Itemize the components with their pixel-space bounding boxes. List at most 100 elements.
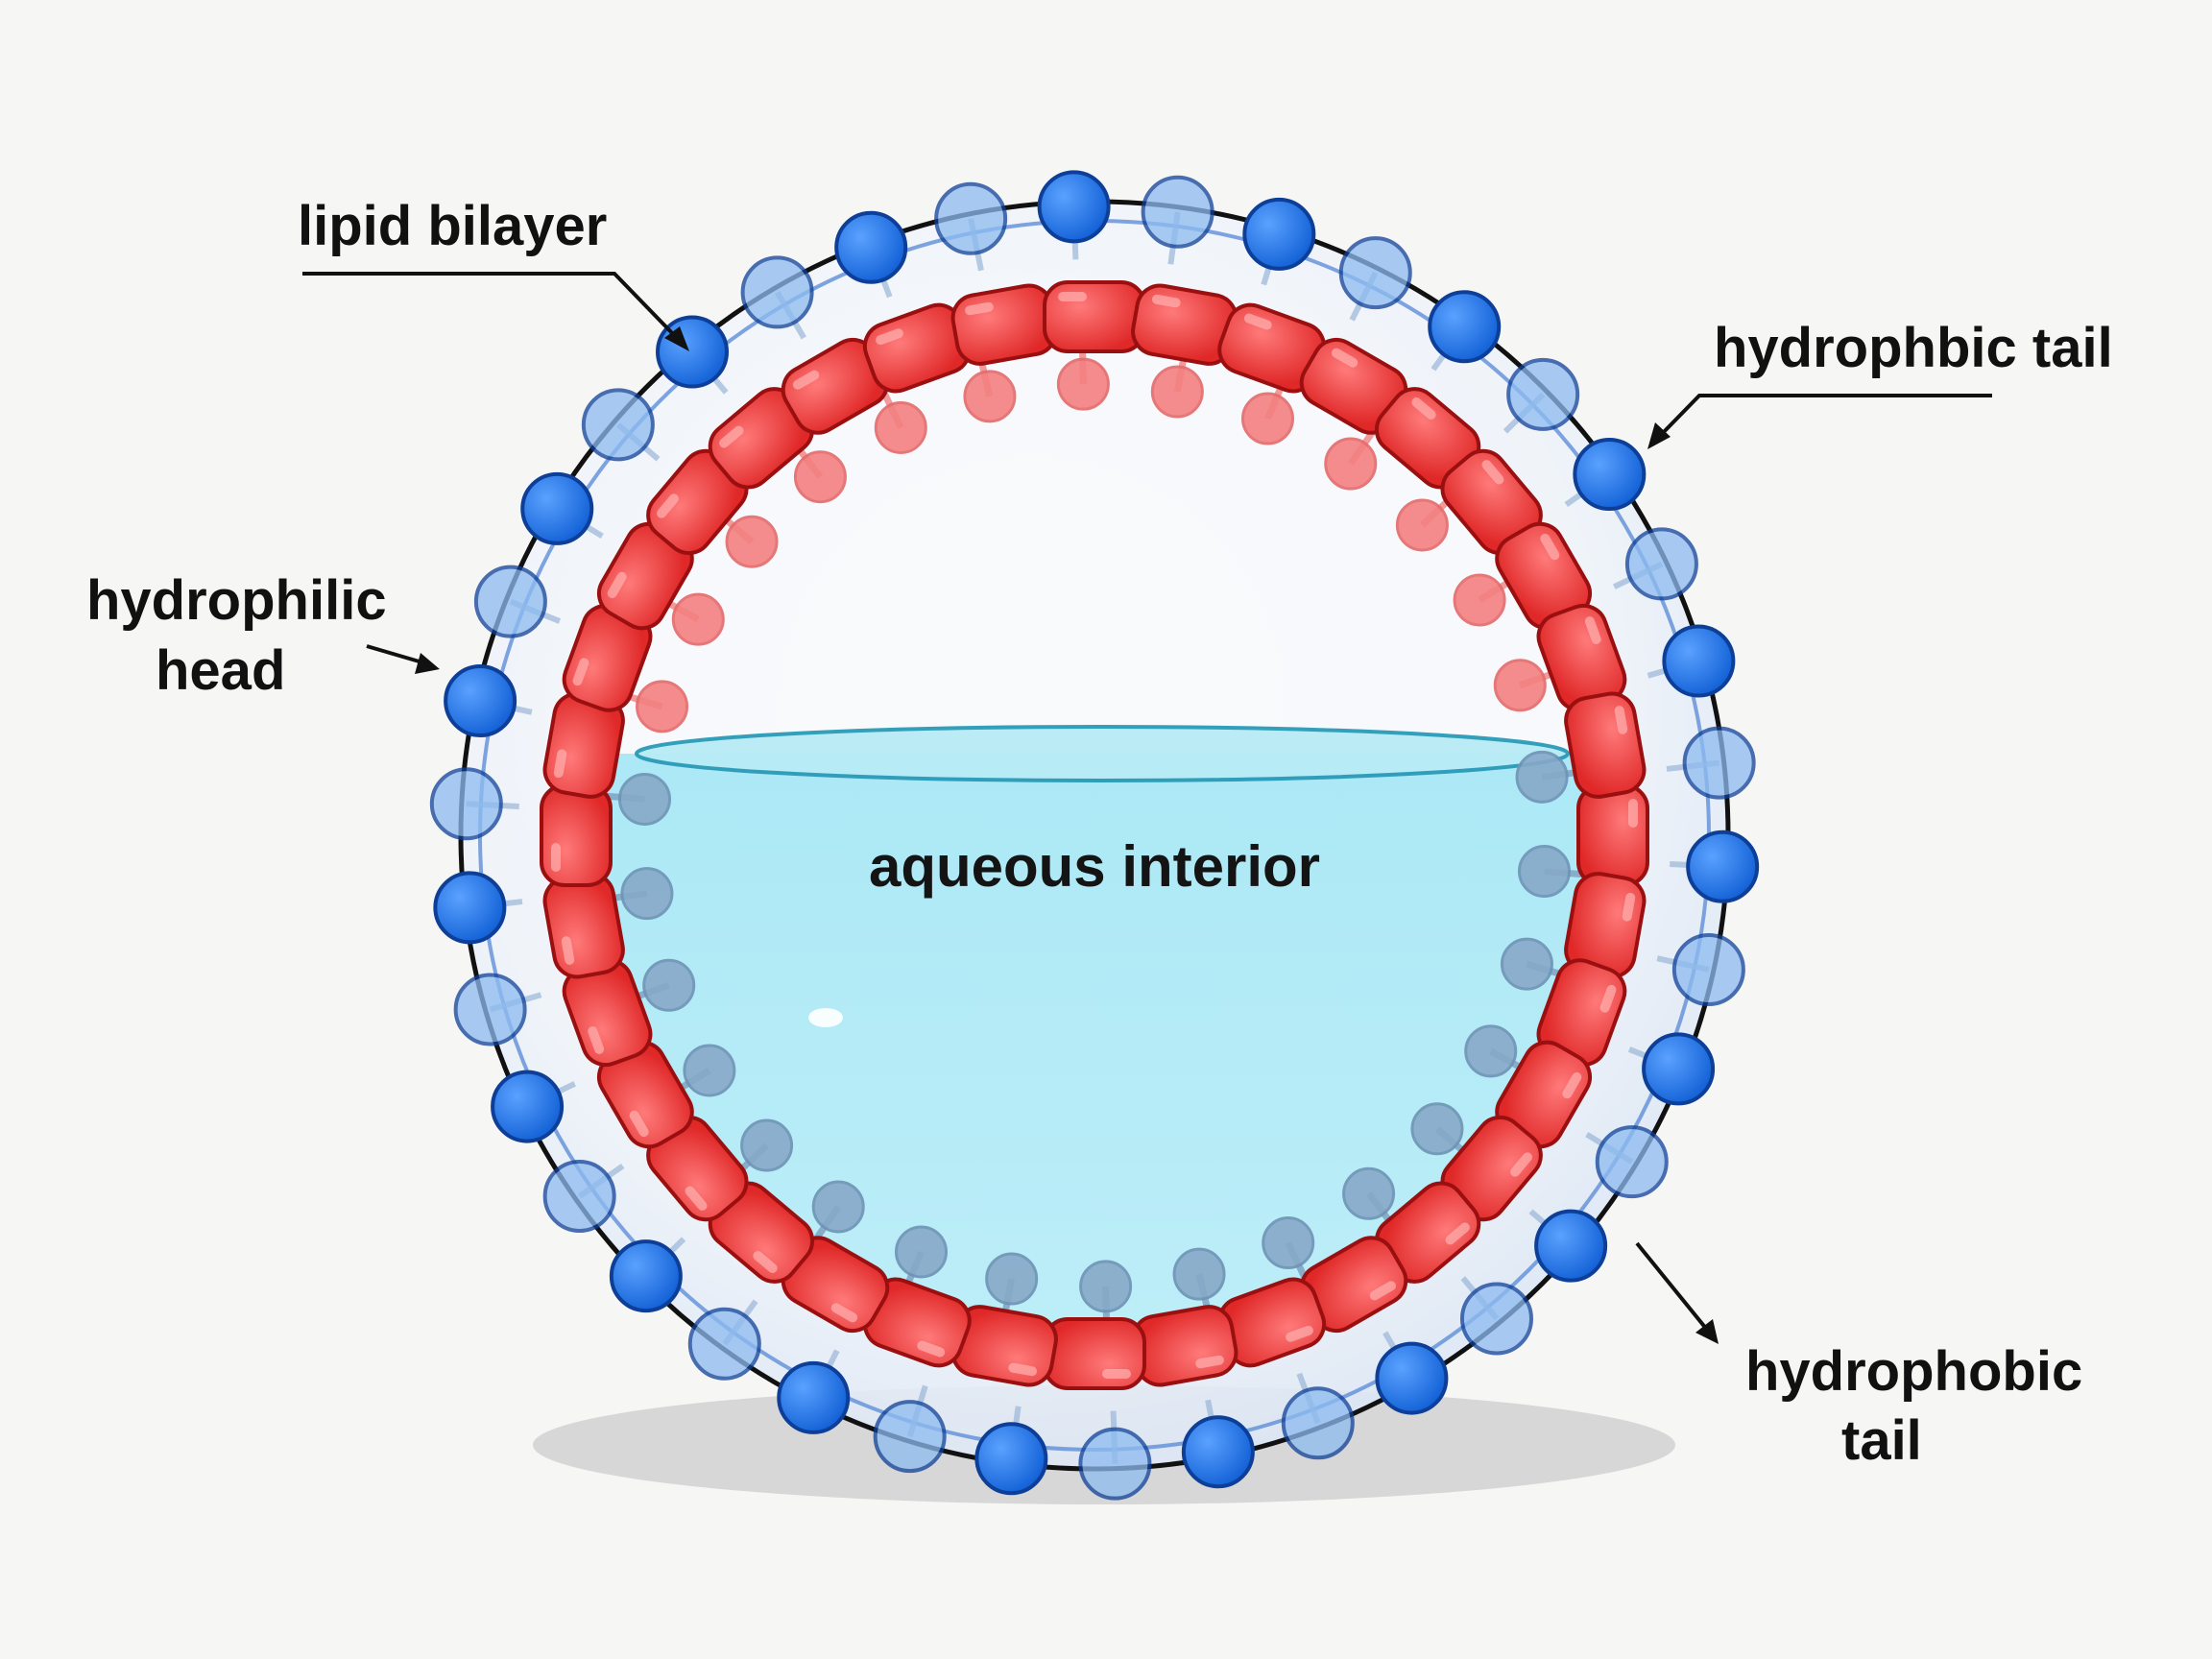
- lipid-tail-end: [1493, 659, 1547, 712]
- hydrophilic-head: [1624, 527, 1698, 601]
- hydrophilic-head: [429, 767, 503, 841]
- lipid-tail-end: [1517, 845, 1571, 899]
- hydrophilic-head: [873, 1400, 947, 1474]
- lipid-tail-end: [1464, 1024, 1518, 1078]
- lipid-tail-end: [725, 515, 779, 568]
- hydrophilic-head: [1686, 830, 1760, 903]
- hydrophilic-head: [520, 471, 594, 545]
- hydrophilic-head: [1281, 1386, 1355, 1460]
- lipid-tail-end: [985, 1252, 1039, 1306]
- lipid-tail-end: [683, 1044, 736, 1097]
- lipid-tail-end: [636, 680, 689, 733]
- lipid-tail-end: [642, 958, 696, 1012]
- inner-head-shine: [1614, 706, 1628, 734]
- inner-head-shine: [876, 328, 903, 346]
- hydrophilic-head: [740, 255, 814, 329]
- hydrophilic-head: [1534, 1209, 1608, 1283]
- inner-head-shine: [1411, 397, 1436, 420]
- lipid-tail-end: [1324, 437, 1378, 491]
- hydrophilic-head: [542, 1159, 616, 1233]
- inner-head: [1564, 691, 1647, 799]
- lipid-tail-end: [874, 400, 927, 454]
- outer-hydrophilic-heads: [429, 170, 1760, 1501]
- inner-head: [596, 1040, 694, 1149]
- hydrophbic-tail-label: hydrophbic tail: [1714, 317, 2113, 379]
- hydrophilic-head: [1682, 726, 1756, 800]
- label-hydrophobic-tail: hydrophobic tail: [1635, 1241, 2082, 1472]
- hydrophilic-head: [1642, 1032, 1716, 1106]
- inner-head: [781, 1236, 890, 1334]
- hydrophilic-head: [1662, 624, 1736, 698]
- inner-head-shine: [1331, 348, 1358, 368]
- inner-head-shine: [572, 658, 589, 686]
- inner-lipid-heads: [540, 280, 1649, 1390]
- inner-head-shine: [753, 1251, 778, 1273]
- label-hydrophilic-head: hydrophilic head: [86, 569, 440, 702]
- hydrophilic-head: [1595, 1125, 1669, 1199]
- label-hydrophbic-tail: hydrophbic tail: [1647, 317, 2113, 449]
- inner-head: [1495, 521, 1593, 631]
- inner-head-shine: [629, 1110, 649, 1138]
- lipid-tail-end: [895, 1225, 949, 1279]
- hydrophilic-head: [473, 565, 547, 638]
- inner-head-shine: [1622, 892, 1636, 922]
- lipid-tail-end: [618, 772, 672, 826]
- inner-head-shine: [607, 571, 627, 599]
- inner-head-shine: [1540, 533, 1560, 561]
- inner-head-shine: [1628, 799, 1638, 828]
- inner-head-shine: [1369, 1281, 1397, 1301]
- lipid-bilayer-arrowhead: [664, 326, 689, 351]
- inner-head-shine: [657, 493, 679, 518]
- hydrophilic-head: [974, 1422, 1048, 1496]
- inner-head: [562, 958, 653, 1068]
- hydrophilic-head: [1573, 438, 1647, 512]
- inner-head-shine: [792, 370, 820, 390]
- hydrophbic-tail-leader: [1657, 394, 1992, 439]
- inner-head-shine: [1445, 1222, 1470, 1245]
- lipid-tail-end: [793, 450, 847, 504]
- lipid-tail-end: [1079, 1260, 1133, 1313]
- inner-head-shine: [719, 425, 744, 448]
- hydrophilic-head: [444, 664, 517, 738]
- hydrophilic-head: [581, 388, 655, 462]
- inner-head: [1043, 1317, 1146, 1390]
- inner-head: [862, 1277, 972, 1368]
- lipid-tail-end: [740, 1118, 794, 1172]
- inner-head-shine: [1243, 313, 1272, 330]
- lipid-tail-end: [1453, 573, 1506, 627]
- inner-head-shine: [1510, 1152, 1532, 1177]
- inner-head-shine: [1599, 984, 1617, 1013]
- hydrophobic-leader: [1635, 1241, 1709, 1332]
- hydrophilic-head: [777, 1360, 851, 1434]
- hydrophobic-label-line1: hydrophobic: [1745, 1340, 2082, 1403]
- inner-head-body: [540, 783, 613, 887]
- hydrophilic-head: [433, 871, 507, 945]
- inner-head: [540, 783, 613, 887]
- inner-head-shine: [588, 1026, 605, 1054]
- lipid-bilayer-leader: [302, 272, 679, 340]
- water-surface: [635, 725, 1570, 782]
- inner-head-shine: [1562, 1071, 1582, 1099]
- inner-head: [950, 283, 1058, 366]
- hydrophilic-head: [1141, 175, 1214, 249]
- lipid-tail-end: [1410, 1102, 1464, 1156]
- lipid-tail-end: [1056, 357, 1110, 411]
- hydrophilic-head: [1671, 932, 1745, 1006]
- label-lipid-bilayer: lipid bilayer: [298, 195, 689, 351]
- inner-head-body: [1576, 783, 1649, 887]
- inner-head-shine: [1195, 1355, 1224, 1369]
- lipid-tail-end: [671, 592, 725, 646]
- hydrophilic-head: [453, 973, 527, 1046]
- inner-head-shine: [1584, 616, 1601, 644]
- hydrophbic-tail-arrowhead: [1647, 422, 1671, 449]
- inner-head-body: [1043, 280, 1146, 353]
- lipid-tail-end: [1150, 365, 1204, 419]
- lipid-bilayer-label: lipid bilayer: [298, 195, 607, 257]
- inner-head-shine: [561, 936, 575, 965]
- lipid-tail-end: [1240, 392, 1294, 445]
- hydrophilic-head: [1181, 1415, 1255, 1489]
- inner-head: [950, 1305, 1058, 1387]
- hydrophilic-head: [1506, 357, 1580, 431]
- hydrophilic-label-line2: head: [156, 639, 285, 702]
